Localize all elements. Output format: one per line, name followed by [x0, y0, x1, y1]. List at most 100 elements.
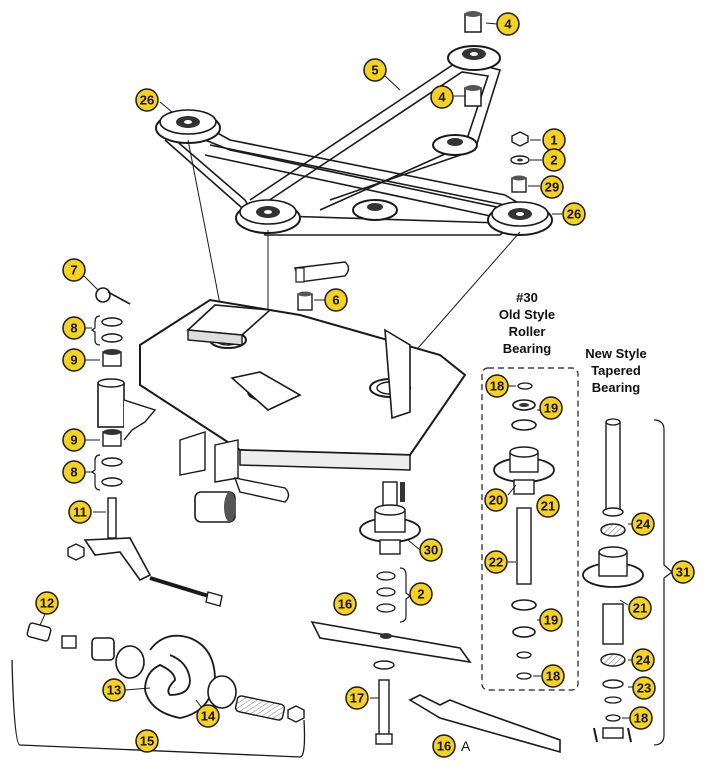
callout-label: 13 [107, 683, 121, 698]
bracket-8-lower [90, 454, 101, 491]
idler-pulley-mid [432, 134, 478, 156]
heading-old-style: #30 Old Style Roller Bearing [499, 290, 555, 356]
callout-label: 2 [417, 587, 424, 602]
callout-bubble [363, 58, 387, 82]
callout-label: 4 [504, 17, 512, 32]
callout-label: 16 [437, 739, 451, 754]
callout-bubble [35, 591, 59, 615]
callout-label: 20 [489, 493, 503, 508]
callout-bubble [324, 288, 348, 312]
old-style-box [481, 367, 579, 691]
blade-16a [408, 694, 561, 754]
center-spindle [310, 481, 472, 745]
pivot-arm-under-deck [194, 477, 290, 523]
callout-bubble [432, 734, 456, 758]
callout-label: 5 [371, 63, 378, 78]
callout-bubble [135, 88, 159, 112]
idler-arm [294, 261, 350, 311]
pulley-right [487, 201, 553, 236]
callout-label: 21 [541, 499, 555, 514]
bracket-8-upper [90, 315, 101, 346]
callout-bubble [541, 664, 565, 688]
old-style-parts [493, 382, 555, 680]
callout-bubble [333, 592, 357, 616]
callout-label: 26 [567, 207, 581, 222]
callout-label: 19 [544, 401, 558, 416]
idler-pulley-top [447, 45, 501, 71]
callout-label: 9 [70, 353, 77, 368]
callout-label: 8 [70, 321, 77, 336]
callout-bubble [628, 596, 652, 620]
spacer-mid [464, 85, 482, 107]
callout-label: 14 [201, 709, 216, 724]
callout-label: 30 [424, 543, 438, 558]
heading-new-style-line-2: Tapered [591, 363, 641, 378]
callout-label: 26 [140, 93, 154, 108]
callout-label: 8 [70, 465, 77, 480]
callout-bubble [345, 686, 369, 710]
callout-bubble [62, 316, 86, 340]
callout-bubble [562, 202, 586, 226]
callout-label: 18 [490, 379, 504, 394]
mower-deck [139, 298, 467, 483]
callout-label: 24 [636, 653, 651, 668]
callout-bubble [419, 538, 443, 562]
callout-bubble [536, 494, 560, 518]
callout-label: 18 [634, 711, 648, 726]
callout-suffix-a: A [461, 738, 471, 754]
callout-label: 9 [70, 433, 77, 448]
callout-bubble [68, 500, 92, 524]
callout-label: 18 [546, 669, 560, 684]
callout-label: 11 [73, 505, 87, 520]
callout-label: 2 [550, 153, 557, 168]
callout-bubble [135, 729, 159, 753]
pulley-center [235, 199, 301, 234]
callout-bubble [632, 676, 656, 700]
callout-label: 21 [633, 601, 647, 616]
callout-bubble [196, 704, 220, 728]
callout-bubble [631, 648, 655, 672]
callout-bubble [671, 560, 695, 584]
callout-label: 1 [550, 133, 557, 148]
belt-cross-inner [261, 71, 490, 211]
heading-old-style-line-4: Bearing [503, 341, 551, 356]
heading-new-style-line-1: New Style [585, 346, 646, 361]
bracket-31 [653, 419, 673, 746]
callout-label: 23 [637, 681, 651, 696]
heading-old-style-line-2: Old Style [499, 307, 555, 322]
callout-bubble [540, 175, 564, 199]
wheel-assembly [26, 622, 305, 723]
nut-washer-stack [510, 131, 530, 193]
callout-bubble [430, 85, 454, 109]
callout-label: 12 [40, 596, 54, 611]
callout-label: 16 [338, 597, 352, 612]
new-style-parts [582, 418, 644, 743]
callout-label: 7 [70, 263, 77, 278]
left-stack [67, 287, 223, 607]
callout-bubble [542, 148, 566, 172]
callout-label: 19 [544, 613, 558, 628]
heading-new-style-line-3: Bearing [592, 380, 640, 395]
assembly-bracket-15 [11, 659, 306, 758]
heading-new-style: New Style Tapered Bearing [585, 346, 646, 395]
callout-bubble [102, 678, 126, 702]
callout-bubble [62, 348, 86, 372]
callout-label: 24 [636, 517, 651, 532]
callout-bubble [629, 706, 653, 730]
heading-old-style-line-3: Roller [509, 324, 546, 339]
heading-old-style-line-1: #30 [516, 290, 538, 305]
bracket-2 [399, 567, 411, 623]
pulley-left [155, 109, 221, 144]
spacer-top [464, 11, 482, 33]
callout-label: 15 [140, 734, 154, 749]
callout-bubble [409, 582, 433, 606]
belt-cross [249, 59, 502, 201]
callout-bubble [484, 550, 508, 574]
callout-bubble [62, 460, 86, 484]
callout-bubble [496, 12, 520, 36]
callout-label: 31 [676, 565, 690, 580]
callout-label: 4 [438, 90, 446, 105]
